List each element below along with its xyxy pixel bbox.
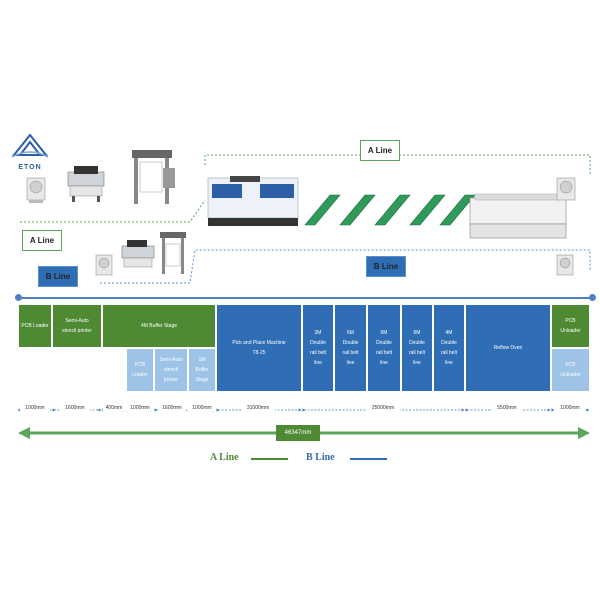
cell-text: rail belt	[342, 350, 359, 356]
dim-label: 25000mm	[366, 405, 400, 411]
cell-conveyor-1: 3M Double rail belt line	[302, 304, 334, 392]
cell-empty-buffer	[102, 348, 126, 392]
cell-text: Double	[342, 340, 359, 346]
dim-label: 1000mm	[126, 405, 154, 411]
cell-text: line	[346, 360, 355, 366]
equipment-illustrations	[20, 150, 591, 284]
cell-text: PCB	[134, 362, 146, 368]
rule-start-dot	[15, 294, 22, 301]
cell-text: line	[314, 360, 322, 366]
cell-text: PCB	[565, 318, 576, 324]
cell-text: Semi-Auto	[159, 357, 183, 363]
legend-b-swatch	[350, 458, 387, 460]
cell-text: Unloader	[560, 372, 581, 378]
cell-text: Double	[441, 340, 457, 346]
cell-text: rail belt	[440, 350, 458, 356]
rule-end-dot	[589, 294, 596, 301]
reflow-oven-image	[469, 193, 567, 239]
cell-text: Semi-Auto	[65, 318, 89, 324]
cell-text: 4M	[445, 330, 453, 336]
b-line-left-label: B Line	[38, 266, 78, 287]
cell-text: Loader	[132, 372, 148, 378]
cell-text: rail belt	[375, 350, 393, 356]
pcb-unloader-image-b	[556, 254, 574, 276]
cell-text: stencil	[163, 367, 179, 373]
a-line-left-label: A Line	[22, 230, 62, 251]
printer-image-a	[67, 166, 105, 202]
cell-text: Buffer	[195, 367, 209, 373]
cell-text: rail belt	[408, 350, 426, 356]
dim-label: 5500mm	[492, 405, 522, 411]
conveyor-images	[304, 194, 476, 226]
buffer-stage-image-b	[160, 232, 186, 274]
dim-label: 1000mm	[20, 405, 50, 411]
cell-text: T8-25	[252, 350, 266, 356]
cell-text: Loader	[33, 323, 49, 329]
cell-text: stencil printer	[62, 328, 92, 334]
cell-b-semi-auto: Semi-Auto stencil printer	[154, 348, 188, 392]
cell-pcb-loader: PCB Loader	[18, 304, 52, 348]
total-length-label: 46347mm	[276, 425, 320, 441]
cell-text: line	[380, 360, 388, 366]
printer-image-b	[121, 240, 155, 268]
legend-a-line: A Line	[210, 452, 239, 463]
cell-text: 6M	[380, 330, 388, 336]
pcb-loader-image-b	[95, 254, 113, 276]
dim-label: 400mm	[103, 405, 125, 411]
cell-text: 3M	[314, 330, 322, 336]
buffer-stage-image-a	[132, 150, 175, 204]
dim-label: 1000mm	[188, 405, 216, 411]
cell-b-pcb-loader: PCB Loader	[126, 348, 154, 392]
eton-logo-mark	[11, 133, 49, 158]
cell-text: PCB	[21, 323, 32, 329]
dim-label: 31000mm	[241, 405, 275, 411]
dim-label: 1600mm	[158, 405, 186, 411]
cell-semi-auto-printer: Semi-Auto stencil printer	[52, 304, 102, 348]
cell-text: PCB	[565, 362, 576, 368]
cell-buffer-stage: 4M Buffer Stage	[102, 304, 216, 348]
cell-empty-left	[18, 348, 102, 392]
pcb-unloader-image-a	[556, 177, 576, 201]
cell-text: 6M	[347, 330, 354, 336]
cell-text: Double	[409, 340, 425, 346]
legend-b-line: B Line	[306, 452, 335, 463]
cell-text: Double	[376, 340, 392, 346]
cell-text: line	[445, 360, 453, 366]
b-line-mid-label: B Line	[366, 256, 406, 277]
cell-text: rail belt	[309, 350, 327, 356]
dim-label: 1000mm	[554, 405, 586, 411]
cell-text: 6M	[413, 330, 421, 336]
brand-name: ETON	[18, 164, 42, 171]
eton-logo: ETON	[11, 133, 49, 171]
cell-reflow-oven: Reflow Oven	[465, 304, 551, 392]
cell-text: 1M	[198, 357, 206, 363]
legend-a-swatch	[251, 458, 288, 460]
pcb-loader-image-a	[26, 177, 46, 203]
cell-text: Pick and Place Machine	[232, 340, 286, 346]
cell-text: 4M Buffer Stage	[140, 323, 178, 329]
dim-label: 1600mm	[60, 405, 90, 411]
cell-pcb-unloader-a: PCB Unloader	[551, 304, 590, 348]
cell-conveyor-2: 6M Double rail belt line	[334, 304, 367, 392]
line-rule	[18, 297, 592, 299]
cell-text: Stage	[195, 377, 209, 383]
pick-and-place-image	[207, 176, 299, 226]
cell-conveyor-5: 4M Double rail belt line	[433, 304, 465, 392]
cell-conveyor-3: 6M Double rail belt line	[367, 304, 401, 392]
cell-text: line	[413, 360, 421, 366]
cell-text: Unloader	[560, 328, 581, 334]
cell-text: printer	[163, 377, 179, 383]
cell-conveyor-4: 6M Double rail belt line	[401, 304, 433, 392]
cell-b-pcb-unloader: PCB Unloader	[551, 348, 590, 392]
cell-text: Reflow Oven	[493, 345, 523, 351]
a-line-top-label: A Line	[360, 140, 400, 161]
cell-text: Double	[310, 340, 326, 346]
